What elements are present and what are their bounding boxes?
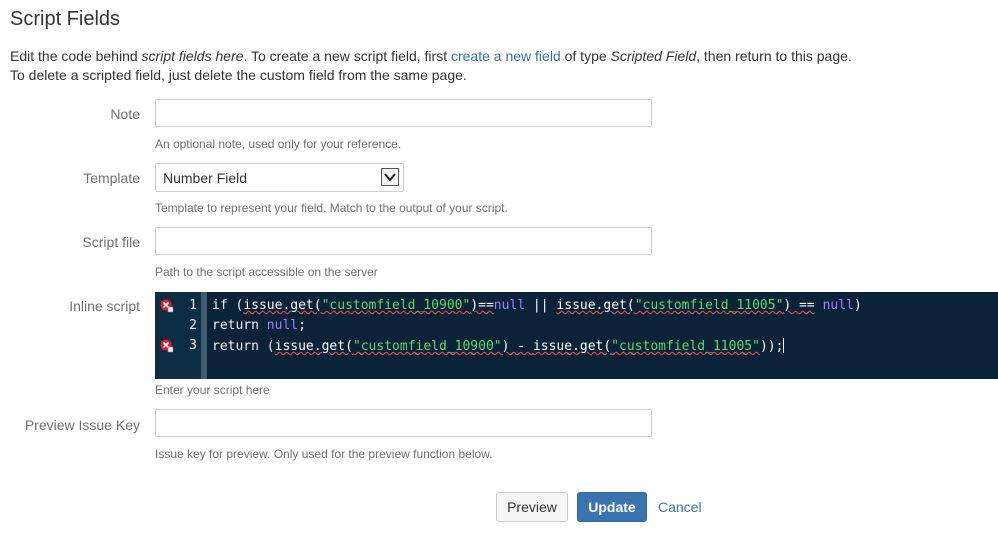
code-token: ;: [298, 318, 306, 333]
code-token: ): [853, 298, 862, 313]
inline-script-editor[interactable]: 1 2 3 if (issue.get("customfield_10900")…: [155, 292, 998, 379]
script-file-hint: Path to the script accessible on the ser…: [155, 265, 378, 279]
code-string: "customfield_10900": [352, 339, 502, 354]
template-selected-value: Number Field: [163, 170, 248, 186]
error-icon[interactable]: [160, 339, 174, 353]
intro-text-delete-line: To delete a scripted field, just delete …: [10, 67, 467, 83]
code-token: issue.get(: [532, 339, 612, 354]
code-string: "customfield_10900": [321, 298, 471, 313]
preview-issue-key-label: Preview Issue Key: [24, 417, 140, 433]
preview-button[interactable]: Preview: [496, 492, 568, 522]
code-string: "customfield_11005": [611, 339, 760, 354]
code-null-keyword: null: [266, 318, 299, 333]
code-token: issue.get(: [556, 298, 635, 313]
code-token: if (: [212, 298, 244, 313]
code-null-keyword: null: [493, 298, 526, 313]
code-line[interactable]: if (issue.get("customfield_10900")==null…: [212, 298, 862, 313]
code-token: issue.get(: [274, 339, 353, 354]
chevron-down-icon[interactable]: [381, 168, 399, 186]
intro-text-part: . To create a new script field, first: [243, 48, 451, 64]
code-token: return: [212, 318, 267, 333]
intro-text-part: of type: [560, 48, 611, 64]
inline-script-hint: Enter your script here: [155, 383, 270, 397]
page-title: Script Fields: [10, 8, 121, 30]
intro-text-part: , then return to this page.: [696, 48, 852, 64]
error-icon[interactable]: [160, 299, 174, 313]
code-token: ||: [525, 298, 557, 313]
code-line[interactable]: return (issue.get("customfield_10900") -…: [212, 338, 785, 354]
note-label: Note: [110, 106, 140, 122]
code-token: ) ==: [783, 298, 815, 313]
note-input[interactable]: [155, 99, 652, 127]
create-new-field-link[interactable]: create a new field: [450, 48, 561, 64]
script-file-input[interactable]: [155, 227, 652, 255]
code-null-keyword: null: [822, 298, 854, 313]
template-select[interactable]: Number Field: [155, 163, 404, 192]
intro-emphasis-scripted-field: Scripted Field: [610, 48, 697, 64]
update-button[interactable]: Update: [577, 492, 647, 522]
preview-issue-key-hint: Issue key for preview. Only used for the…: [155, 447, 493, 461]
line-number: 3: [189, 338, 197, 353]
note-hint: An optional note, used only for your ref…: [155, 137, 402, 151]
template-hint: Template to represent your field. Match …: [155, 201, 508, 215]
code-token: ) -: [501, 339, 533, 354]
text-cursor: [783, 338, 785, 353]
code-token: ));: [759, 339, 784, 354]
inline-script-label: Inline script: [69, 298, 140, 314]
code-token: return (: [212, 339, 275, 354]
intro-text: Edit the code behind script fields here.…: [10, 47, 990, 85]
intro-text-part: Edit the code behind: [10, 48, 142, 64]
cancel-link[interactable]: Cancel: [658, 499, 702, 515]
script-file-label: Script file: [82, 234, 140, 250]
editor-gutter-edge: [201, 292, 207, 379]
code-token: )==: [470, 298, 494, 313]
intro-emphasis-script-fields: script fields here: [141, 48, 244, 64]
code-token: [815, 298, 823, 313]
code-string: "customfield_11005": [634, 298, 784, 313]
line-number: 2: [189, 318, 197, 333]
code-token: issue.get(: [243, 298, 322, 313]
preview-issue-key-input[interactable]: [155, 409, 652, 437]
code-line[interactable]: return null;: [212, 318, 306, 333]
line-number: 1: [189, 298, 197, 313]
template-label: Template: [83, 170, 140, 186]
